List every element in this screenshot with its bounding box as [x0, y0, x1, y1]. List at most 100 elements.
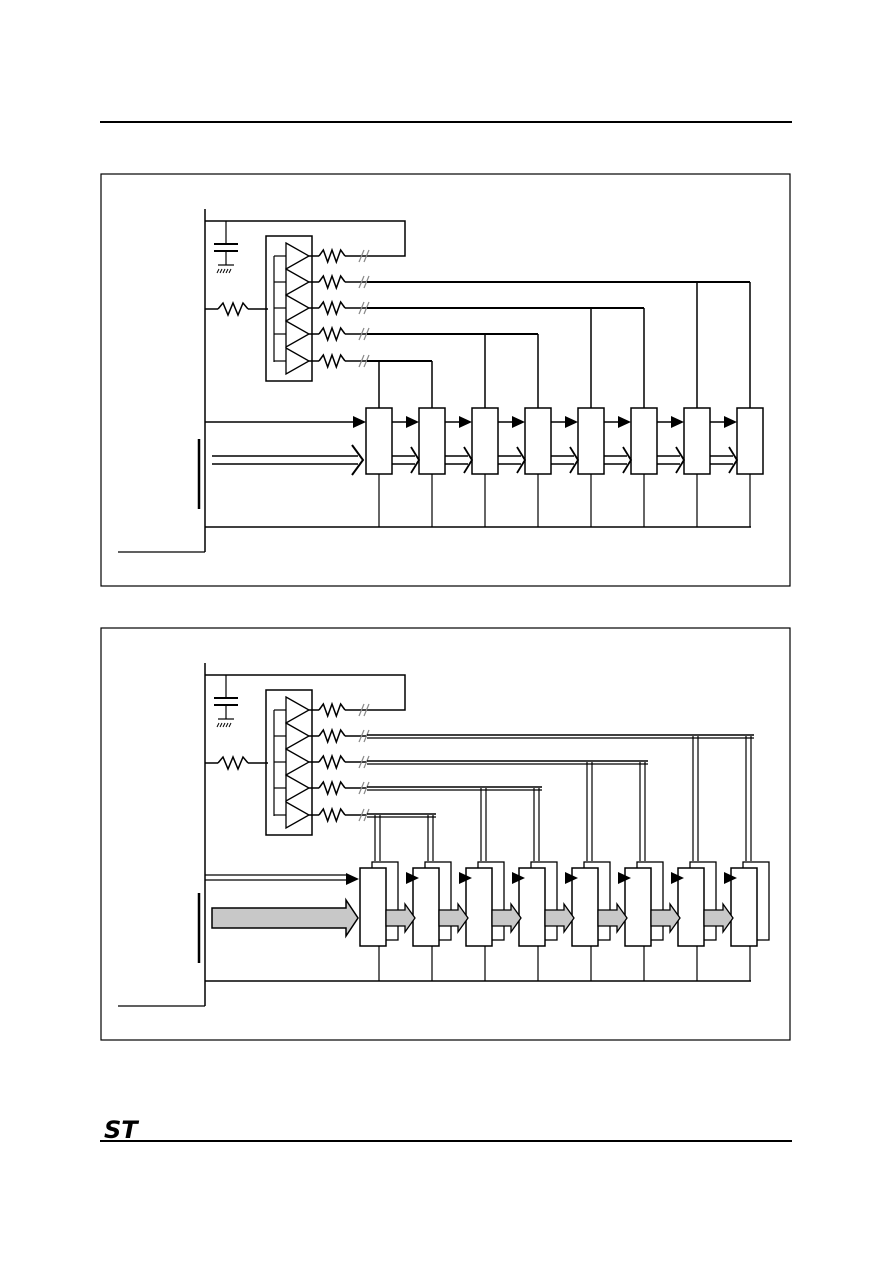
- register-block: [418, 407, 446, 475]
- bus-slash-icon: [358, 275, 370, 289]
- buffer-triangle-icon: [285, 773, 311, 803]
- slash-line: [358, 275, 365, 289]
- clock-link-arrow-icon: [671, 416, 684, 428]
- ground-hatch: [216, 268, 220, 274]
- data-link-arrow-icon: [728, 446, 739, 474]
- data-link-arrow-icon: [463, 446, 474, 474]
- ground-hatch: [225, 722, 229, 728]
- ground-hatch: [228, 722, 232, 728]
- slash-line: [363, 249, 370, 263]
- clock-link-arrow-icon: [512, 416, 525, 428]
- input-resistor-icon: [217, 301, 249, 317]
- clock-link-arrow-icon: [406, 872, 419, 884]
- register-block: [465, 867, 493, 947]
- data-arrow-icon: [351, 444, 365, 476]
- bus-slash-icon: [358, 808, 370, 822]
- slash-line: [358, 327, 365, 341]
- buffer-triangle-icon: [285, 695, 311, 725]
- data-link-arrow-icon: [410, 446, 421, 474]
- data-link-arrow-icon: [675, 446, 686, 474]
- slash-line: [358, 703, 365, 717]
- bus-slash-icon: [358, 354, 370, 368]
- series-resistor-icon: [318, 325, 346, 343]
- top-loop-wire: [205, 220, 406, 257]
- data-link-arrow-icon: [491, 901, 522, 935]
- input-resistor-icon: [217, 755, 249, 771]
- clock-link-arrow-icon: [565, 872, 578, 884]
- slash-line: [363, 755, 370, 769]
- figure-1-single-chain: [100, 173, 791, 587]
- ground-hatch: [228, 268, 232, 274]
- st-logo-text: ST: [104, 1116, 139, 1144]
- clock-arrow-icon: [346, 873, 359, 885]
- data-bus-arrow-icon: [211, 897, 359, 939]
- series-resistor-icon: [318, 247, 346, 265]
- data-link-arrow-icon: [622, 446, 633, 474]
- slash-line: [358, 781, 365, 795]
- register-block: [730, 867, 758, 947]
- slash-line: [363, 275, 370, 289]
- series-resistor-icon: [318, 701, 346, 719]
- buffer-triangle-icon: [285, 319, 311, 349]
- ground-hatch: [222, 268, 226, 274]
- slash-line: [358, 755, 365, 769]
- series-resistor-icon: [318, 273, 346, 291]
- shift-register-chain: [359, 861, 770, 947]
- register-block: [624, 867, 652, 947]
- buffer-triangle-icon: [285, 747, 311, 777]
- data-link-arrow-icon: [703, 901, 734, 935]
- clock-link-arrow-icon: [618, 416, 631, 428]
- capacitor-icon: [214, 221, 238, 274]
- clock-link-arrow-icon: [565, 416, 578, 428]
- slash-line: [363, 703, 370, 717]
- data-link-arrow-icon: [516, 446, 527, 474]
- slash-line: [363, 729, 370, 743]
- slash-line: [363, 301, 370, 315]
- slash-line: [363, 808, 370, 822]
- footer-rule: [100, 1140, 792, 1142]
- buffer-triangle-icon: [285, 346, 311, 376]
- series-resistor-icon: [318, 352, 346, 370]
- ground-hatch: [216, 722, 220, 728]
- bus-slash-icon: [358, 327, 370, 341]
- clock-link-arrow-icon: [724, 416, 737, 428]
- data-link-arrow-icon: [544, 901, 575, 935]
- buffer-triangle-icon: [285, 800, 311, 830]
- top-loop-wire: [205, 674, 406, 711]
- data-link-arrow-icon: [569, 446, 580, 474]
- ground-hatch: [222, 722, 226, 728]
- clock-link-arrow-icon: [618, 872, 631, 884]
- register-block: [577, 407, 605, 475]
- register-block: [571, 867, 599, 947]
- series-resistor-icon: [318, 727, 346, 745]
- buffer-triangle-icon: [285, 721, 311, 751]
- bus-slash-icon: [358, 301, 370, 315]
- bus-slash-icon: [358, 781, 370, 795]
- data-link-arrow-icon: [438, 901, 469, 935]
- clock-link-arrow-icon: [406, 416, 419, 428]
- bus-slash-icon: [358, 729, 370, 743]
- slash-line: [358, 301, 365, 315]
- slash-line: [358, 808, 365, 822]
- header-rule: [100, 121, 792, 123]
- slash-line: [363, 781, 370, 795]
- clock-link-arrow-icon: [724, 872, 737, 884]
- buffer-triangle-icon: [285, 267, 311, 297]
- slash-line: [363, 327, 370, 341]
- register-block: [677, 867, 705, 947]
- register-block: [359, 867, 387, 947]
- register-block: [736, 407, 764, 475]
- buffer-triangle-icon: [285, 293, 311, 323]
- slash-line: [363, 354, 370, 368]
- figure-frame: [100, 173, 791, 587]
- clock-link-arrow-icon: [459, 416, 472, 428]
- series-resistor-icon: [318, 806, 346, 824]
- bus-slash-icon: [358, 249, 370, 263]
- ground-hatch: [219, 722, 223, 728]
- shift-register-chain: [365, 407, 764, 475]
- st-logo-icon: ST: [104, 1116, 139, 1144]
- register-block: [518, 867, 546, 947]
- slash-line: [358, 729, 365, 743]
